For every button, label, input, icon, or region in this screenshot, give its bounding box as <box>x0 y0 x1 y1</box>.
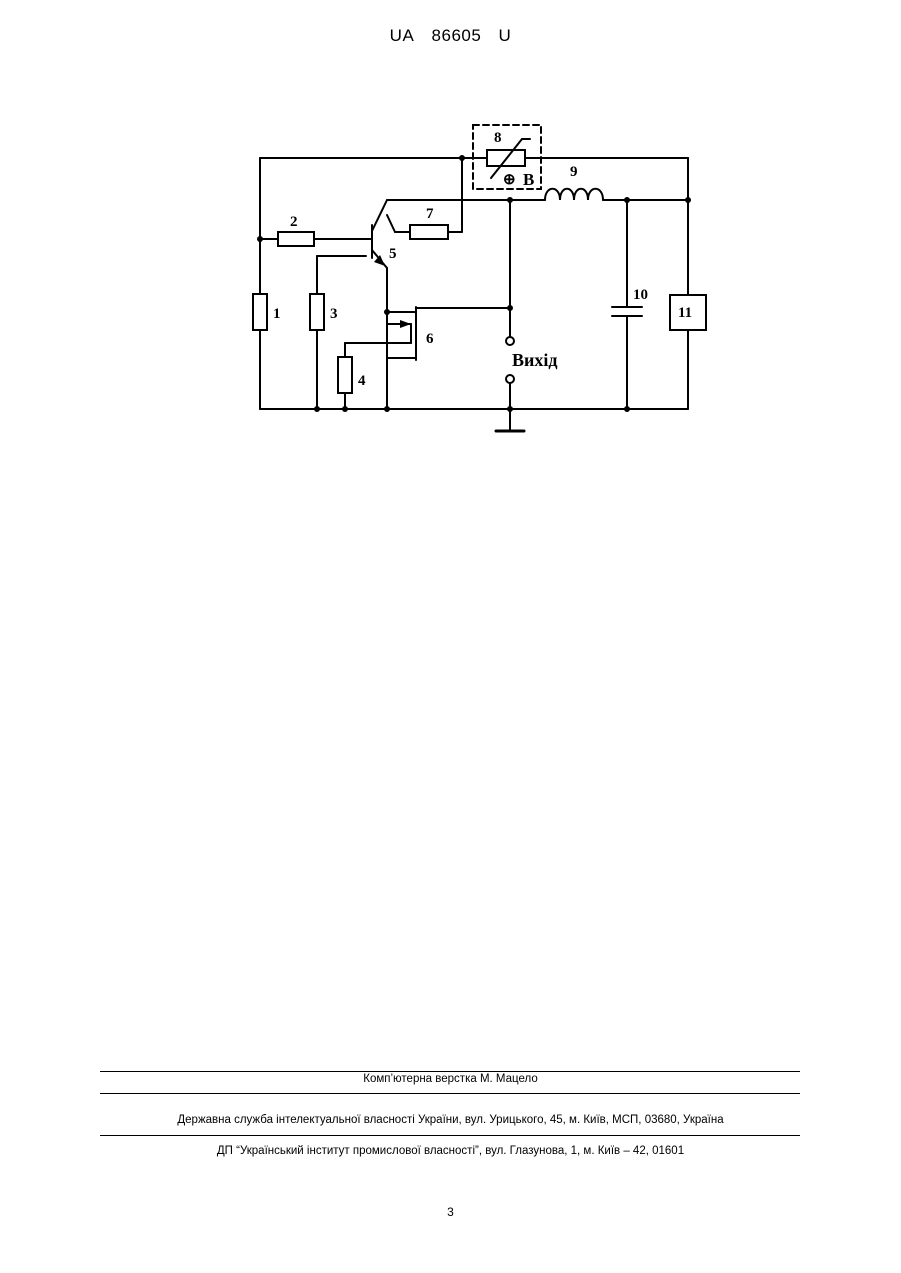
label-sensor-field-symbol: ⊕ <box>503 172 516 188</box>
inductor-9-coil <box>545 189 603 200</box>
label-resistor-1: 1 <box>273 306 281 322</box>
footer-agency: Державна служба інтелектуальної власност… <box>0 1114 901 1126</box>
resistor-1 <box>253 294 267 330</box>
resistor-3 <box>310 294 324 330</box>
circuit-diagram: 1 2 3 4 5 6 7 8 ⊕ B 9 10 11 Вихід <box>0 0 901 460</box>
footer-rule-middle <box>100 1093 800 1094</box>
label-transistor-6: 6 <box>426 331 434 347</box>
output-label: Вихід <box>512 350 557 370</box>
label-inductor-9: 9 <box>570 164 578 180</box>
label-sensor-field: B <box>523 170 534 189</box>
resistor-4 <box>338 357 352 393</box>
footer-institute: ДП “Український інститут промислової вла… <box>0 1145 901 1157</box>
label-sensor-8: 8 <box>494 130 502 146</box>
footer-rule-top <box>100 1071 800 1072</box>
label-resistor-3: 3 <box>330 306 338 322</box>
label-resistor-7: 7 <box>426 206 434 222</box>
label-capacitor-10: 10 <box>633 287 648 303</box>
label-resistor-2: 2 <box>290 214 298 230</box>
resistor-2 <box>278 232 314 246</box>
footer-layout-credit: Комп’ютерна верстка М. Мацело <box>0 1073 901 1085</box>
label-transistor-5: 5 <box>389 246 397 262</box>
label-load-11: 11 <box>678 305 692 321</box>
transistor-6-gate-arrow <box>400 320 411 328</box>
label-resistor-4: 4 <box>358 373 366 389</box>
output-terminal-top <box>506 337 514 345</box>
resistor-7 <box>410 225 448 239</box>
footer-rule-bottom <box>100 1135 800 1136</box>
output-terminal-bottom <box>506 375 514 383</box>
transistor-5-emitter-arrow <box>374 255 385 266</box>
page-number: 3 <box>0 1205 901 1219</box>
